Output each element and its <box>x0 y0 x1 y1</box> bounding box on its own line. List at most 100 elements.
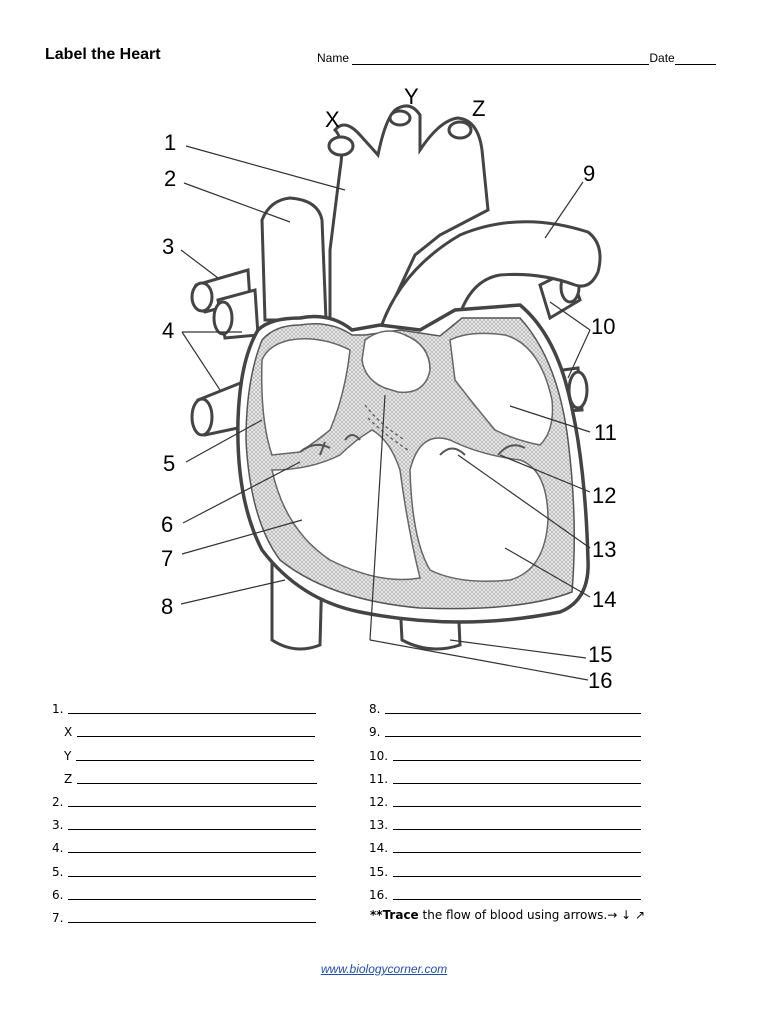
aortic-arch <box>328 104 490 332</box>
answer-blank[interactable] <box>393 851 642 854</box>
label-7: 7 <box>161 546 173 571</box>
instruction-arrows-icon: → ↓ ↗ <box>607 908 645 922</box>
answer-blank[interactable] <box>393 759 642 761</box>
answer-label: 11. <box>369 771 389 786</box>
right-atrium <box>260 338 351 456</box>
label-y: Y <box>404 84 419 109</box>
answer-blank[interactable] <box>68 898 317 900</box>
answer-row: 2. <box>52 786 317 809</box>
answer-row: 13. <box>369 809 642 833</box>
answer-label: 5. <box>52 864 64 879</box>
answer-row: X <box>52 716 317 739</box>
page-title: Label the Heart <box>45 46 161 63</box>
answer-label: 6. <box>52 887 64 902</box>
label-13: 13 <box>592 537 616 562</box>
answer-blank[interactable] <box>385 712 642 715</box>
answer-row: 4. <box>52 832 317 855</box>
answer-row: 9. <box>369 716 642 740</box>
answer-blank[interactable] <box>77 735 316 738</box>
trace-instruction: **Trace the flow of blood using arrows.→… <box>370 908 645 922</box>
septum-dashes <box>364 404 409 451</box>
answer-blank[interactable] <box>68 851 317 854</box>
answer-blank[interactable] <box>76 759 315 761</box>
label-1: 1 <box>164 130 176 155</box>
answer-row: 15. <box>369 855 642 879</box>
answer-label: Y <box>64 748 72 763</box>
date-blank[interactable] <box>674 52 716 65</box>
answer-blank[interactable] <box>68 805 317 807</box>
answer-row: 11. <box>369 763 642 786</box>
answer-row: 8. <box>369 693 642 717</box>
footer-link[interactable]: www.biologycorner.com <box>320 962 448 976</box>
label-4: 4 <box>162 318 174 343</box>
answer-label: Z <box>64 771 73 786</box>
answer-blank[interactable] <box>393 898 642 900</box>
answer-label: 16. <box>369 887 389 902</box>
label-12: 12 <box>592 483 616 508</box>
heart-diagram: X Y Z 1 2 3 4 5 6 7 8 9 10 11 12 13 14 1… <box>0 80 768 700</box>
label-14: 14 <box>592 587 616 612</box>
left-atrium <box>449 332 554 446</box>
date-label: Date <box>649 51 675 65</box>
answer-label: 8. <box>369 702 381 717</box>
answer-blank[interactable] <box>68 875 317 877</box>
answer-row: 7. <box>52 902 317 925</box>
right-ventricle <box>271 429 421 581</box>
label-5: 5 <box>163 451 175 476</box>
answer-row: 6. <box>52 879 317 902</box>
answer-blank[interactable] <box>393 782 642 784</box>
label-2: 2 <box>164 166 176 191</box>
label-8: 8 <box>161 594 173 619</box>
answer-row: 14. <box>369 832 642 856</box>
left-ventricle <box>409 437 549 582</box>
answer-label: 10. <box>369 748 389 763</box>
label-x: X <box>325 107 340 132</box>
answer-row: 5. <box>52 855 317 879</box>
tricuspid-valve <box>299 434 361 456</box>
answer-label: 15. <box>369 864 389 879</box>
answer-label: 7. <box>52 910 64 925</box>
label-16: 16 <box>588 668 612 693</box>
answer-blank[interactable] <box>68 921 317 923</box>
answer-row: 3. <box>52 809 317 832</box>
answer-row: 1. <box>52 693 317 716</box>
instruction-prefix: ** <box>370 908 383 922</box>
answer-label: 12. <box>369 794 389 809</box>
answer-blank[interactable] <box>393 805 642 807</box>
pointer-lines <box>180 145 591 681</box>
answer-label: 13. <box>369 818 389 833</box>
aortic-root <box>361 330 431 394</box>
superior-vena-cava <box>260 196 328 322</box>
label-9: 9 <box>583 161 595 186</box>
answer-blank[interactable] <box>68 828 317 831</box>
name-date-line: Name Date <box>317 51 716 65</box>
answer-row: Y <box>52 739 317 763</box>
answer-label: 4. <box>52 841 64 856</box>
answer-row: 10. <box>369 739 642 763</box>
mitral-valve <box>439 444 526 456</box>
answer-label: 2. <box>52 794 64 809</box>
pulmonary-artery <box>377 220 602 332</box>
label-6: 6 <box>161 512 173 537</box>
answer-blank[interactable] <box>385 735 642 738</box>
answer-blank[interactable] <box>393 828 642 831</box>
name-label: Name <box>317 51 350 65</box>
answer-blank[interactable] <box>393 875 642 877</box>
answer-blank[interactable] <box>77 782 318 784</box>
label-11: 11 <box>594 420 617 445</box>
answer-label: 9. <box>369 725 381 740</box>
answer-row: 16. <box>369 879 642 902</box>
answer-label: 1. <box>52 702 64 717</box>
label-3: 3 <box>162 234 174 259</box>
answer-blank[interactable] <box>68 712 317 715</box>
label-10: 10 <box>591 314 615 339</box>
name-blank[interactable] <box>352 52 650 65</box>
label-15: 15 <box>588 642 612 667</box>
answer-label: 3. <box>52 818 64 833</box>
answer-label: 14. <box>369 841 389 856</box>
answer-row: 12. <box>369 786 642 809</box>
answer-list-right: 8. 9. 10. 11. 12. 13. 14. 15. 16. <box>369 693 642 902</box>
label-z: Z <box>472 96 485 121</box>
answer-label: X <box>64 725 73 740</box>
instruction-bold: Trace <box>382 908 419 922</box>
